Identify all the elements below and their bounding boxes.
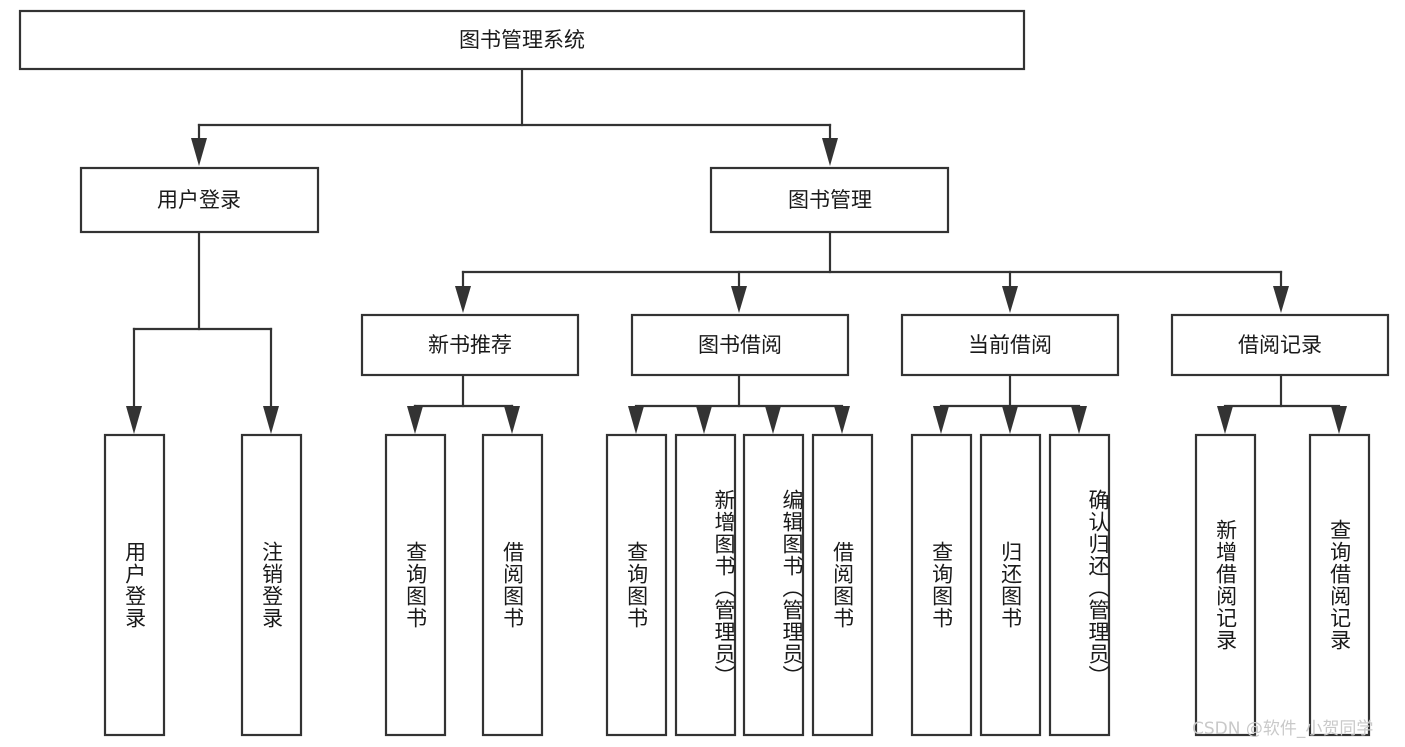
- arrow-head-leaf-add-borrow-record: [1217, 406, 1233, 434]
- arrow-head-leaf-query-book-2: [628, 406, 644, 434]
- node-root[interactable]: 图书管理系统: [18, 9, 1026, 71]
- connector-group-user-login: [126, 230, 279, 434]
- node-box-leaf-return-book[interactable]: [979, 433, 1042, 737]
- connector-group-root: [191, 67, 838, 166]
- connector-group-current-borrow: [933, 373, 1087, 434]
- connector-group-book-borrow: [628, 373, 850, 434]
- arrow-head-leaf-logout-login: [263, 406, 279, 434]
- node-box-root[interactable]: [18, 9, 1026, 71]
- node-book-borrow[interactable]: 图书借阅: [630, 313, 850, 377]
- node-label-book-management: 图书管理: [788, 188, 872, 212]
- node-label-book-borrow: 图书借阅: [698, 333, 782, 357]
- leaf-boxes: [103, 433, 1371, 737]
- node-box-leaf-confirm-return-admin[interactable]: [1048, 433, 1111, 737]
- arrow-head-leaf-confirm-return-admin: [1071, 406, 1087, 434]
- arrow-head-leaf-add-book-admin: [696, 406, 712, 434]
- arrow-head-leaf-user-login: [126, 406, 142, 434]
- node-box-book-management[interactable]: [709, 166, 950, 234]
- arrow-head-book-borrow: [731, 286, 747, 313]
- connector-group-book-management: [455, 230, 1289, 313]
- connector-group-borrow-record: [1217, 373, 1347, 434]
- node-label-root: 图书管理系统: [459, 28, 585, 52]
- node-box-leaf-query-borrow-record[interactable]: [1308, 433, 1371, 737]
- node-box-borrow-record[interactable]: [1170, 313, 1390, 377]
- arrow-head-new-book-recommend: [455, 286, 471, 313]
- connector-group-new-book-recommend: [407, 373, 520, 434]
- arrow-head-user-login: [191, 138, 207, 166]
- node-label-current-borrow: 当前借阅: [968, 333, 1052, 357]
- node-current-borrow[interactable]: 当前借阅: [900, 313, 1120, 377]
- node-box-leaf-logout-login[interactable]: [240, 433, 303, 737]
- node-box-book-borrow[interactable]: [630, 313, 850, 377]
- node-book-management[interactable]: 图书管理: [709, 166, 950, 234]
- arrow-head-leaf-query-book-1: [407, 406, 423, 434]
- node-box-leaf-borrow-book-2[interactable]: [811, 433, 874, 737]
- node-label-user-login: 用户登录: [157, 188, 241, 212]
- node-label-borrow-record: 借阅记录: [1238, 333, 1322, 357]
- arrow-head-leaf-edit-book-admin: [765, 406, 781, 434]
- node-new-book-recommend[interactable]: 新书推荐: [360, 313, 580, 377]
- arrow-head-current-borrow: [1002, 286, 1018, 313]
- csdn-watermark: CSDN @软件_小贺同学: [1192, 719, 1374, 739]
- node-box-leaf-edit-book-admin[interactable]: [742, 433, 805, 737]
- node-box-leaf-borrow-book-1[interactable]: [481, 433, 544, 737]
- node-box-leaf-user-login[interactable]: [103, 433, 166, 737]
- arrow-head-leaf-borrow-book-1: [504, 406, 520, 434]
- node-box-leaf-add-book-admin[interactable]: [674, 433, 737, 737]
- node-box-leaf-add-borrow-record[interactable]: [1194, 433, 1257, 737]
- arrow-head-leaf-return-book: [1002, 406, 1018, 434]
- node-label-new-book-recommend: 新书推荐: [428, 333, 512, 357]
- arrow-head-borrow-record: [1273, 286, 1289, 313]
- node-box-leaf-query-book-3[interactable]: [910, 433, 973, 737]
- node-box-current-borrow[interactable]: [900, 313, 1120, 377]
- arrow-head-book-management: [822, 138, 838, 166]
- arrow-head-leaf-query-borrow-record: [1331, 406, 1347, 434]
- node-box-user-login[interactable]: [79, 166, 320, 234]
- node-box-new-book-recommend[interactable]: [360, 313, 580, 377]
- node-user-login[interactable]: 用户登录: [79, 166, 320, 234]
- node-box-leaf-query-book-2[interactable]: [605, 433, 668, 737]
- node-borrow-record[interactable]: 借阅记录: [1170, 313, 1390, 377]
- arrow-head-leaf-borrow-book-2: [834, 406, 850, 434]
- arrow-head-leaf-query-book-3: [933, 406, 949, 434]
- node-box-leaf-query-book-1[interactable]: [384, 433, 447, 737]
